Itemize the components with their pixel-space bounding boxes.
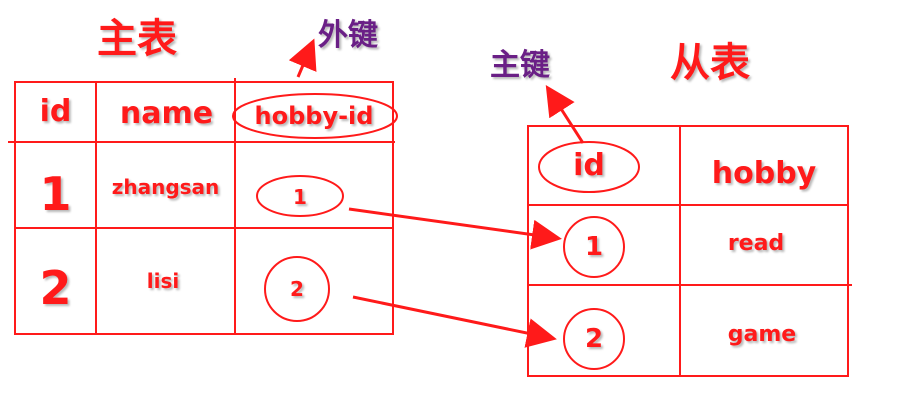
highlight-circles	[232, 93, 640, 370]
main-header-id: id	[39, 93, 72, 129]
primary-key-arrow	[545, 84, 585, 144]
arrows	[288, 38, 585, 348]
sub-table-grid	[527, 125, 852, 377]
hobby-id-header-ellipse	[232, 93, 398, 139]
primary-key-label: 主键	[490, 48, 550, 83]
main-row2-name: lisi	[146, 269, 180, 293]
main-row1-hobby-id: 1	[293, 185, 307, 209]
main-table-title: 主表	[97, 16, 177, 62]
row1-link-arrow	[348, 207, 562, 250]
main-row2-id: 2	[39, 261, 72, 315]
sub-row1-id-circle	[563, 216, 625, 278]
sub-row2-hobby: game	[727, 321, 797, 347]
sub-row1-id: 1	[584, 232, 604, 262]
main-row2-hobby-id: 2	[290, 277, 304, 301]
row2-link-arrow	[352, 295, 557, 348]
main-header-name: name	[119, 95, 214, 131]
main-row2-hobbyid-circle	[264, 256, 330, 322]
main-header-hobby-id: hobby-id	[254, 102, 374, 130]
sub-header-hobby: hobby	[711, 155, 817, 191]
sub-id-header-ellipse	[538, 141, 640, 193]
main-row1-hobbyid-ellipse	[256, 175, 344, 217]
sub-table-title: 从表	[670, 40, 750, 86]
sub-header-id: id	[573, 147, 605, 183]
main-row1-id: 1	[39, 167, 72, 221]
foreign-key-arrow	[288, 38, 317, 78]
sub-row1-hobby: read	[727, 230, 785, 256]
sub-row2-id: 2	[584, 324, 604, 354]
main-row1-name: zhangsan	[111, 175, 220, 199]
sub-row2-id-circle	[563, 308, 625, 370]
foreign-key-label: 外键	[318, 18, 378, 53]
